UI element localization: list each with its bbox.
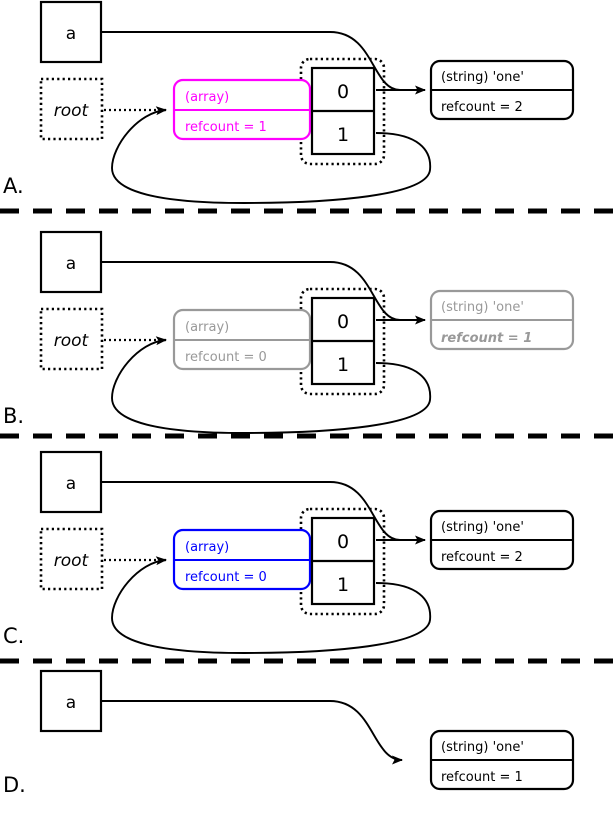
a-to-string-edge xyxy=(101,481,401,541)
variable-box-a: a xyxy=(39,230,103,294)
array-cells: 0 1 xyxy=(310,66,376,156)
variable-box-rect xyxy=(39,0,103,64)
string-refcount-label: refcount = 1 xyxy=(441,770,523,785)
root-box: root xyxy=(39,77,104,141)
cell-index-0: 0 xyxy=(337,531,349,553)
a-to-string-edge xyxy=(101,31,401,91)
string-type-label: (string) 'one' xyxy=(441,300,524,315)
root-box-rect xyxy=(39,307,104,371)
cell-index-0: 0 xyxy=(337,311,349,333)
cell-index-1: 1 xyxy=(337,574,349,596)
panel-letter-b: B. xyxy=(3,404,24,428)
cell-index-1: 1 xyxy=(337,124,349,146)
array-node: (array) refcount = 0 xyxy=(172,528,312,591)
array-refcount-label: refcount = 0 xyxy=(185,350,267,365)
panel-b: a root (array) refcount = 0 0 1 (string)… xyxy=(3,230,575,434)
variable-box-rect xyxy=(39,669,103,733)
array-cells: 0 1 xyxy=(310,516,376,606)
array-type-label: (array) xyxy=(185,320,229,335)
variable-label: a xyxy=(66,254,76,274)
string-type-label: (string) 'one' xyxy=(441,740,524,755)
panel-a: a root (array) refcount = 1 0 1 xyxy=(3,0,575,204)
cell1-to-array-loop xyxy=(111,336,432,434)
variable-label: a xyxy=(66,693,76,713)
a-to-string-edge xyxy=(101,261,401,321)
variable-label: a xyxy=(66,24,76,44)
variable-box-rect xyxy=(39,230,103,294)
string-type-label: (string) 'one' xyxy=(441,520,524,535)
variable-box-a: a xyxy=(39,450,103,514)
root-box-rect xyxy=(39,77,104,141)
array-node: (array) refcount = 1 xyxy=(172,78,312,141)
array-type-label: (array) xyxy=(185,540,229,555)
string-refcount-label: refcount = 2 xyxy=(441,550,523,565)
string-node: (string) 'one' refcount = 2 xyxy=(429,59,575,121)
string-type-label: (string) 'one' xyxy=(441,70,524,85)
root-label: root xyxy=(54,551,90,571)
cell-index-1: 1 xyxy=(337,354,349,376)
array-type-label: (array) xyxy=(185,90,229,105)
root-box: root xyxy=(39,527,104,591)
cell1-to-array-loop xyxy=(111,106,432,204)
string-node: (string) 'one' refcount = 2 xyxy=(429,509,575,571)
panel-c: a root (array) refcount = 0 0 1 (string)… xyxy=(3,450,575,654)
variable-box-a: a xyxy=(39,0,103,64)
root-box-rect xyxy=(39,527,104,591)
root-label: root xyxy=(54,331,90,351)
string-refcount-label: refcount = 1 xyxy=(441,331,532,346)
array-refcount-label: refcount = 0 xyxy=(185,570,267,585)
panel-letter-d: D. xyxy=(3,773,26,797)
array-cells: 0 1 xyxy=(310,296,376,386)
panel-d: a (string) 'one' refcount = 1 D. xyxy=(3,669,575,797)
string-node: (string) 'one' refcount = 1 xyxy=(429,289,575,351)
array-refcount-label: refcount = 1 xyxy=(185,120,267,135)
cell1-to-array-loop xyxy=(111,556,432,654)
string-refcount-label: refcount = 2 xyxy=(441,100,523,115)
panel-letter-c: C. xyxy=(3,624,24,648)
root-label: root xyxy=(54,101,90,121)
cell-index-0: 0 xyxy=(337,81,349,103)
variable-label: a xyxy=(66,474,76,494)
variable-box-a: a xyxy=(39,669,103,733)
panel-letter-a: A. xyxy=(3,174,24,198)
array-node: (array) refcount = 0 xyxy=(172,308,312,371)
a-to-string-edge xyxy=(101,700,403,765)
string-node: (string) 'one' refcount = 1 xyxy=(429,729,575,791)
root-box: root xyxy=(39,307,104,371)
